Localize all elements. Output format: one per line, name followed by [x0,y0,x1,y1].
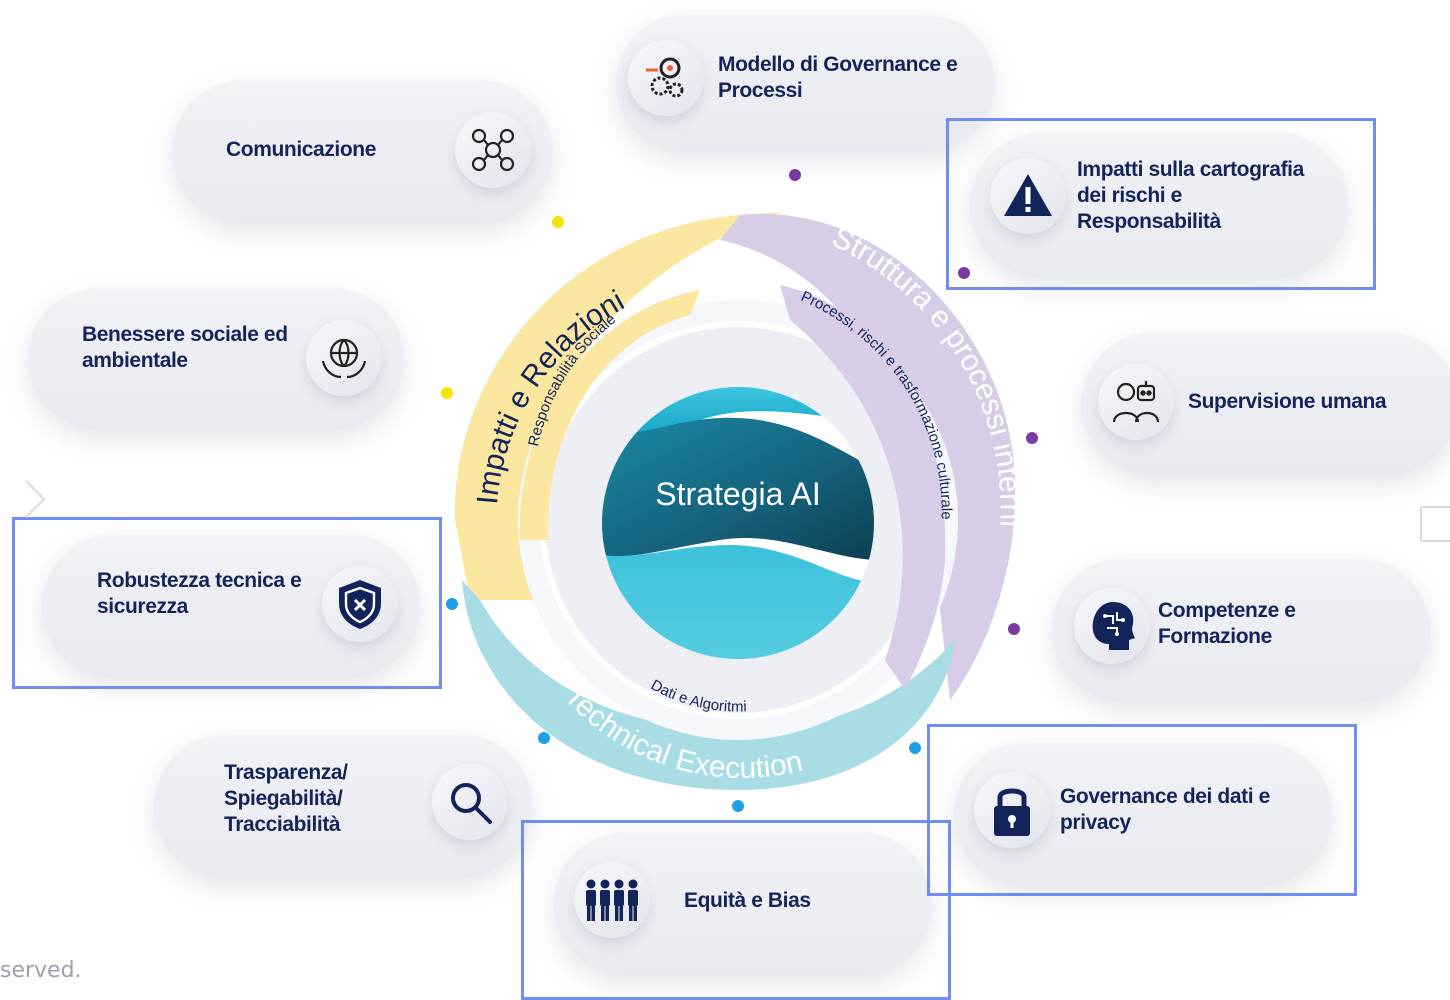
icon-disc-impatti-rischi [990,158,1066,234]
highlight-robustezza [12,517,442,689]
highlight-impatti-rischi [946,118,1376,290]
dot-trasparenza [538,732,550,744]
brain-head-icon [1092,602,1135,650]
icon-disc-governance-dati [974,772,1050,848]
dot-impatti-rischi [958,267,970,279]
band-technical [462,580,955,790]
highlight-governance-dati [927,724,1357,896]
center-label: Strategia AI [655,476,820,512]
magnifier-icon [451,783,492,824]
pillar-competenze-text: Competenze e Formazione [1158,599,1296,648]
pillar-robustezza-text: Robustezza tecnica e sicurezza [97,569,302,618]
globe-hands-icon [321,338,367,379]
dot-governance-dati [909,742,921,754]
dot-supervisione [1026,432,1038,444]
pillar-impatti-rischi-text: Impatti sulla cartografia dei rischi e R… [1077,158,1304,233]
footer-text: served. [0,958,82,983]
band-impatti [454,212,782,600]
pillar-modello-text: Modello di Governance e Processi [718,53,958,102]
chevron-right-icon[interactable] [22,478,48,520]
warning-triangle-icon [1004,174,1052,216]
pillar-comunicazione-text: Comunicazione [226,138,376,161]
dot-comunicazione [552,216,564,228]
dot-equita [732,800,744,812]
pillar-equita-text: Equità e Bias [684,889,811,912]
dot-competenze [1008,623,1020,635]
dot-modello [789,169,801,181]
slide-nav-box[interactable] [1420,506,1450,542]
icon-disc-robustezza [322,566,398,642]
dot-benessere [441,387,453,399]
icon-disc-modello [628,40,704,116]
pillar-governance-dati-text: Governance dei dati e privacy [1060,785,1270,834]
pillar-benessere-text: Benessere sociale ed ambientale [82,323,288,372]
shield-x-icon [339,580,381,629]
highlight-equita [521,820,951,1000]
icon-disc-competenze [1074,588,1150,664]
human-robot-icon [1112,381,1160,423]
pillar-supervisione-text: Supervisione umana [1188,390,1387,413]
inner-band-yellow [519,290,700,540]
icon-disc-comunicazione [455,112,531,188]
icon-disc-trasparenza [432,764,508,840]
network-people-icon [471,128,515,172]
pillar-trasparenza-text: Trasparenza/ Spiegabilità/ Tracciabilità [224,761,348,836]
dot-robustezza [446,598,458,610]
padlock-icon [994,788,1030,836]
people-group-icon [586,879,638,921]
icon-disc-supervisione [1098,364,1174,440]
icon-disc-benessere [306,320,382,396]
inner-band-purple [780,285,946,690]
gears-target-icon [646,57,684,98]
icon-disc-equita [574,862,650,938]
